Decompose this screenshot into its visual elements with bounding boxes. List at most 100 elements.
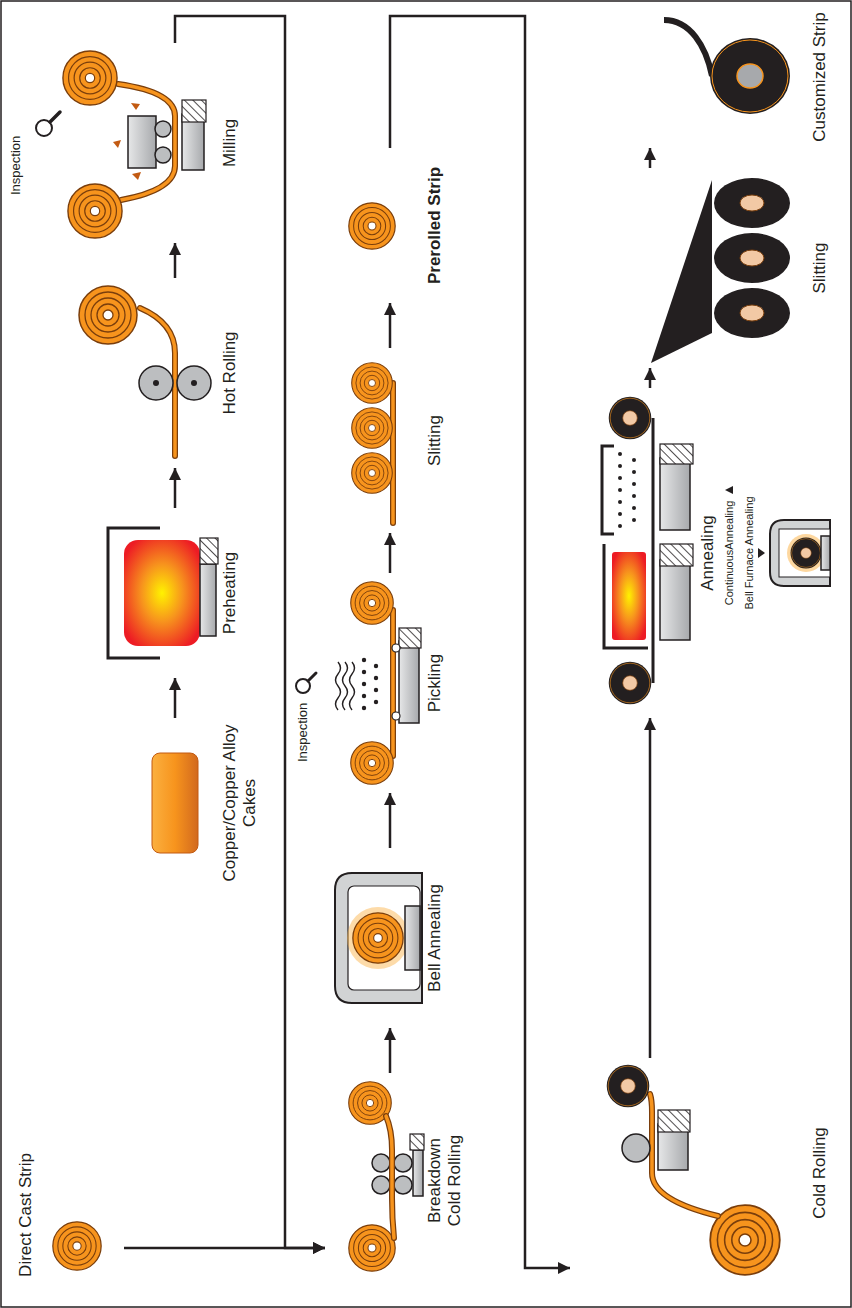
step-label: Preheating [220,508,240,678]
process-step: Cold Rolling [570,1058,830,1288]
continuous-annealing-line [632,482,636,486]
slit-coils [740,195,764,211]
slitting-coils [352,408,393,449]
cold-rolling-mill [607,1065,780,1275]
pickling-line [362,694,366,698]
pointer-triangle [758,548,765,558]
milling-machine [128,116,156,168]
pickling-line [362,658,366,662]
process-step: Copper/Copper Alloy Cakes [40,718,260,888]
pickling-line [392,712,400,720]
slit-coils [651,180,712,363]
hot-rolling-mill [140,308,175,456]
pickling-line [351,582,394,625]
flow-arrow [390,16,570,1268]
bell-annealing-furnace [405,906,420,970]
inspection-label: Inspection [8,136,24,195]
process-step: Breakdown Cold Rolling [325,1073,465,1288]
continuous-annealing-line [602,397,693,705]
picture-slot [325,573,425,793]
milling-machine [63,51,117,105]
hot-rolling-mill [79,286,211,456]
step-label: Direct Cast Strip [16,1140,36,1290]
prerolled-coil [349,203,395,249]
continuous-annealing-line [632,506,636,510]
magnifier-icon [296,673,316,693]
step-label: Hot Rolling [220,278,240,468]
flow-arrow [174,678,177,718]
process-step: Direct Cast Strip [16,1140,124,1290]
customized-coil [737,64,763,88]
hot-rolling-mill [140,308,175,456]
flow-arrow [389,793,392,848]
pickling-line [351,742,394,785]
picture-slot [36,1140,124,1290]
step-label: Bell Furnace Annealing [742,483,756,623]
process-step: Bell Furnace Annealing [742,483,840,623]
hot-rolling-mill [139,366,173,400]
pickling-line [362,682,366,686]
flow-arrow [389,1028,392,1073]
slit-coils [740,250,764,266]
continuous-annealing-line [618,452,622,456]
milling-machine [155,147,171,163]
preheating-furnace [200,538,218,564]
step-label: Slitting [425,348,445,533]
bell-annealing-furnace [348,886,420,990]
flow-arrow [649,718,652,1058]
pickling-line [374,700,378,704]
magnifier-icon [50,112,60,122]
process-step: ContinuousAnnealing [722,478,736,628]
process-step: Prerolled Strip [325,148,445,303]
pickling-line [399,641,419,723]
preheating-furnace [108,528,218,658]
cold-rolling-mill [622,1134,650,1162]
picture-slot [756,483,840,623]
continuous-annealing-line [609,397,652,440]
process-step: Milling [40,43,240,243]
hot-rolling-mill [177,366,211,400]
step-label: Milling [220,43,240,243]
breakdown-mill [386,1116,394,1238]
breakdown-mill [349,1082,424,1271]
inspection-label: Inspection [295,703,311,762]
breakdown-mill [410,1134,424,1150]
breakdown-mill [386,1116,394,1238]
process-step: Slitting [325,348,445,533]
slit-coils [714,178,790,228]
step-label: Customized Strip [810,6,830,148]
hot-rolling-mill [79,286,137,344]
picture-slot [40,278,220,468]
pickling-line [391,610,395,756]
milling-machine [118,84,175,200]
continuous-annealing-line [618,524,622,528]
continuous-annealing-line [618,476,622,480]
flow-arrow [175,16,325,1248]
slitting-coils [390,383,396,523]
picture-slot [40,43,220,243]
slitting-coils [391,383,395,523]
process-step: Hot Rolling [40,278,240,468]
step-label: Pickling [425,573,445,793]
pointer-triangle [725,486,733,494]
cold-rolling-mill [650,1094,718,1216]
copper-cake [152,753,198,853]
pickling-line [374,676,378,680]
picture-slot [325,848,425,1028]
customized-coil [664,20,790,114]
step-label: Prerolled Strip [425,148,445,303]
flow-arrow [389,533,392,573]
customized-coil [710,38,790,114]
bell-annealing-furnace [353,913,403,963]
continuous-annealing-line [604,544,648,648]
cold-rolling-mill [650,1094,718,1216]
bell-furnace [770,520,830,586]
cold-rolling-mill [658,1110,690,1132]
breakdown-mill [372,1154,390,1172]
slit-coils [714,288,790,338]
flow-arrow [174,468,177,508]
continuous-annealing-line [660,560,690,640]
milling-machine [63,51,206,238]
breakdown-mill [413,1150,423,1196]
pickling-line [336,582,422,785]
